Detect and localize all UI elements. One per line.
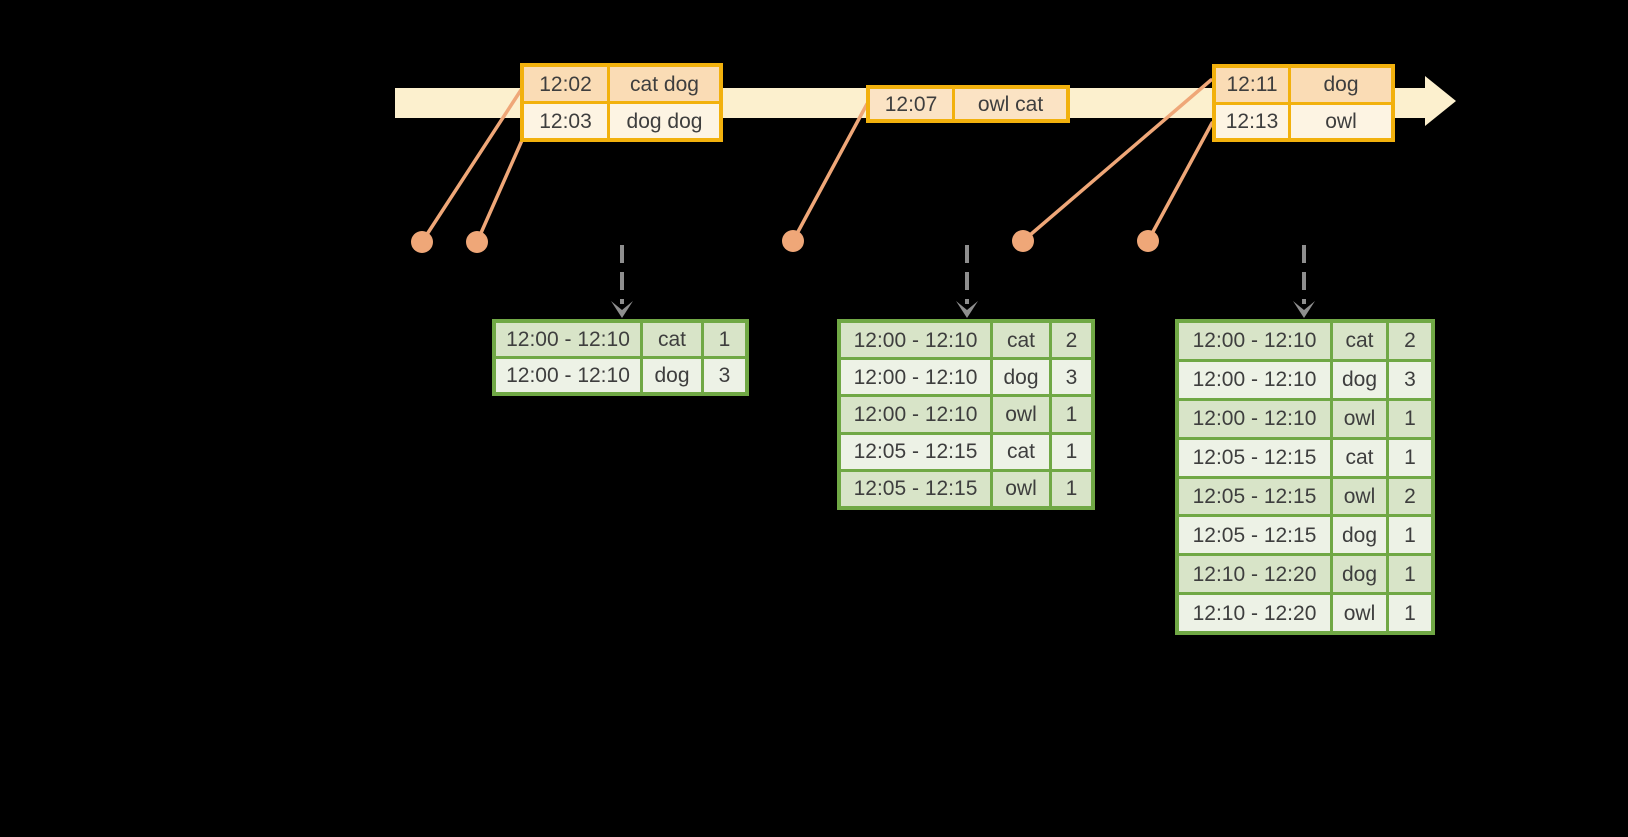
event-words-cell: dog: [1291, 68, 1391, 102]
result-word-cell: owl: [993, 471, 1049, 506]
result-window-cell: 12:05 - 12:15: [1179, 478, 1330, 515]
result-count-cell: 1: [1052, 397, 1091, 432]
result-count-cell: 1: [1389, 595, 1431, 631]
event-words-cell: owl cat: [955, 89, 1066, 119]
result-count-cell: 1: [704, 323, 745, 356]
result-count-cell: 2: [1389, 478, 1431, 515]
result-word-cell: cat: [643, 323, 701, 356]
result-count-cell: 3: [1389, 361, 1431, 398]
result-word-cell: dog: [993, 360, 1049, 395]
event-connector-line: [1021, 78, 1213, 243]
result-word-cell: dog: [1333, 556, 1386, 593]
result-count-cell: 1: [1389, 439, 1431, 476]
event-dot: [411, 231, 433, 253]
result-window-cell: 12:00 - 12:10: [1179, 400, 1330, 437]
event-connector-line: [1146, 121, 1214, 243]
trigger-arrowhead-icon: [956, 301, 978, 318]
result-window-cell: 12:05 - 12:15: [841, 471, 990, 506]
result-window-cell: 12:00 - 12:10: [841, 397, 990, 432]
result-count-cell: 2: [1389, 323, 1431, 359]
result-window-cell: 12:05 - 12:15: [1179, 439, 1330, 476]
event-dot: [1137, 230, 1159, 252]
result-word-cell: owl: [1333, 595, 1386, 631]
event-words-cell: dog dog: [610, 104, 719, 138]
result-word-cell: owl: [1333, 400, 1386, 437]
event-connector-line: [475, 136, 525, 244]
result-count-cell: 1: [1389, 556, 1431, 593]
event-connector-line: [791, 102, 869, 243]
event-dot: [466, 231, 488, 253]
result-word-cell: cat: [993, 323, 1049, 358]
trigger-arrowhead-icon: [611, 301, 633, 318]
result-word-cell: cat: [1333, 323, 1386, 359]
trigger-arrowhead-icon: [1293, 301, 1315, 318]
result-count-cell: 1: [1052, 434, 1091, 469]
result-window-cell: 12:05 - 12:15: [841, 434, 990, 469]
result-window-cell: 12:00 - 12:10: [1179, 361, 1330, 398]
event-dot: [1012, 230, 1034, 252]
result-window-cell: 12:00 - 12:10: [496, 359, 640, 392]
result-window-cell: 12:10 - 12:20: [1179, 595, 1330, 631]
result-word-cell: owl: [1333, 478, 1386, 515]
result-count-cell: 3: [704, 359, 745, 392]
event-dot: [782, 230, 804, 252]
result-word-cell: owl: [993, 397, 1049, 432]
result-count-cell: 1: [1389, 517, 1431, 554]
result-count-cell: 2: [1052, 323, 1091, 358]
result-window-cell: 12:05 - 12:15: [1179, 517, 1330, 554]
event-words-cell: cat dog: [610, 67, 719, 101]
event-time-cell: 12:03: [524, 104, 607, 138]
event-time-cell: 12:02: [524, 67, 607, 101]
event-time-cell: 12:07: [870, 89, 952, 119]
event-time-cell: 12:13: [1216, 104, 1288, 138]
result-word-cell: cat: [1333, 439, 1386, 476]
result-word-cell: dog: [1333, 361, 1386, 398]
result-count-cell: 3: [1052, 360, 1091, 395]
result-window-cell: 12:00 - 12:10: [841, 360, 990, 395]
result-window-cell: 12:00 - 12:10: [1179, 323, 1330, 359]
result-word-cell: dog: [643, 359, 701, 392]
result-count-cell: 1: [1389, 400, 1431, 437]
result-window-cell: 12:10 - 12:20: [1179, 556, 1330, 593]
result-window-cell: 12:00 - 12:10: [841, 323, 990, 358]
event-connector-line: [420, 88, 523, 244]
event-time-cell: 12:11: [1216, 68, 1288, 102]
event-words-cell: owl: [1291, 104, 1391, 138]
result-word-cell: dog: [1333, 517, 1386, 554]
result-word-cell: cat: [993, 434, 1049, 469]
result-count-cell: 1: [1052, 471, 1091, 506]
result-window-cell: 12:00 - 12:10: [496, 323, 640, 356]
